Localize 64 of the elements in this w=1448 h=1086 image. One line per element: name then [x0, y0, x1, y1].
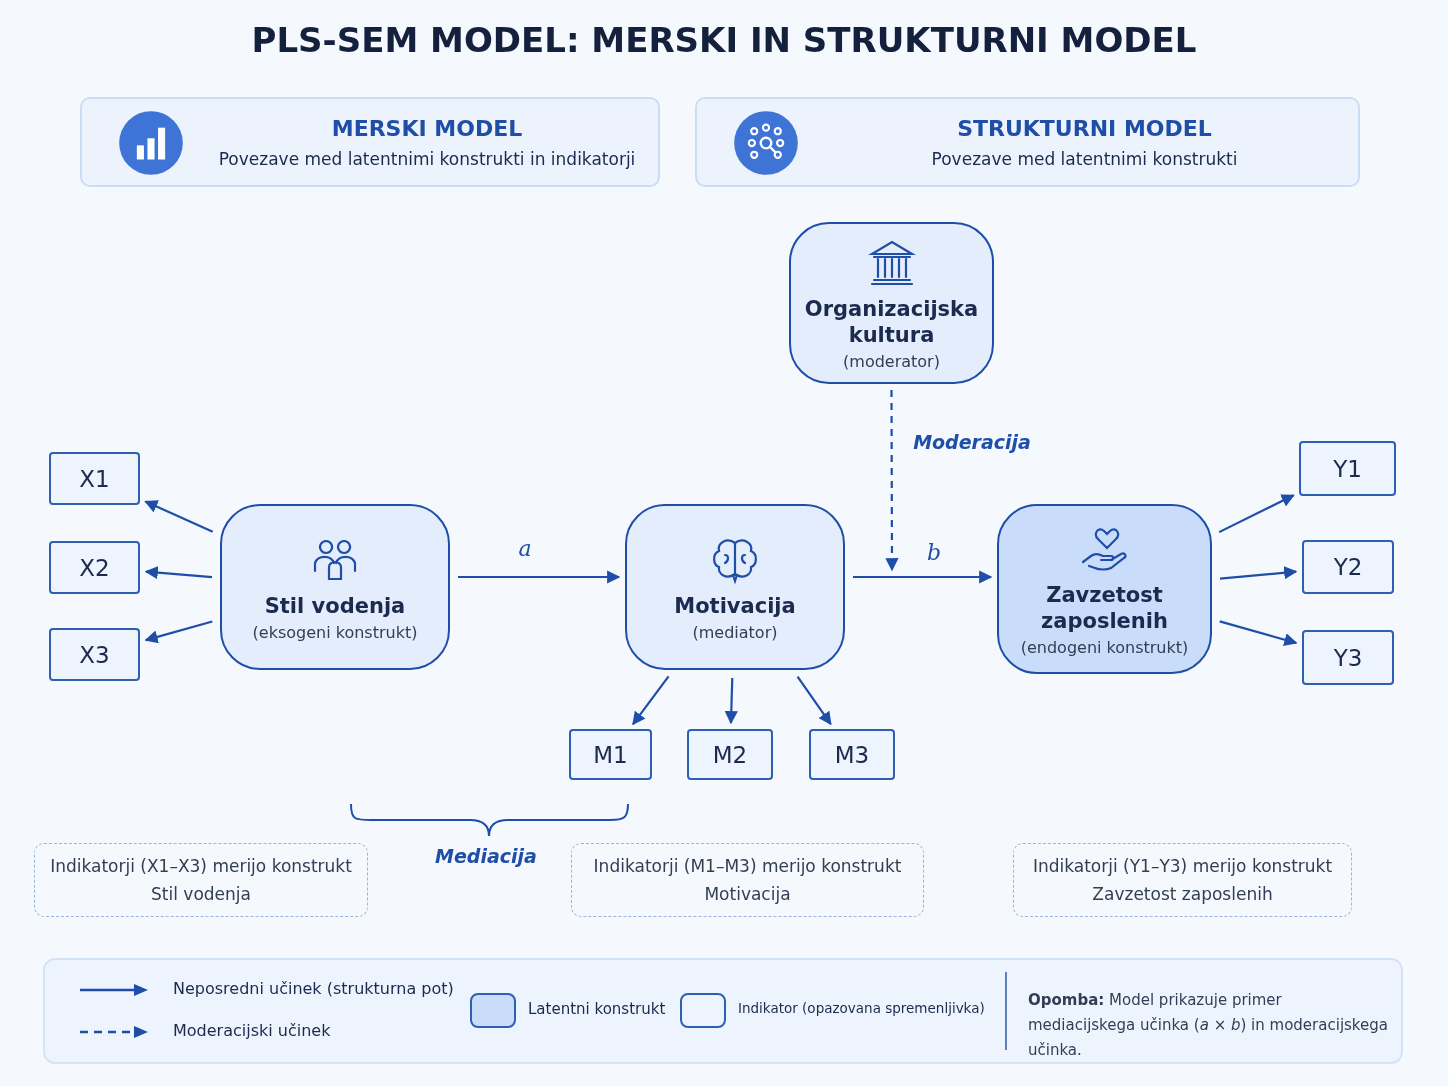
header-subtitle: Povezave med latentnimi konstrukti: [930, 148, 1239, 169]
construct-node: [220, 504, 450, 670]
indicator-box: [49, 541, 140, 594]
legend-label: Indikator (opazovana spremenljivka): [738, 1000, 985, 1016]
node-subtitle: (endogeni konstrukt): [1020, 637, 1189, 657]
arrow: [144, 566, 213, 580]
model-header-card: [695, 97, 1360, 187]
indicator-box: [569, 729, 652, 780]
note-box: [34, 843, 368, 917]
indicator-label: Y3: [1333, 644, 1363, 671]
note-box: [571, 843, 924, 917]
arrow: [1218, 494, 1295, 534]
indicator-label: M3: [834, 741, 870, 768]
indicator-label: X3: [79, 641, 110, 668]
edge-label: b: [926, 539, 942, 565]
note-text: Indikatorji (X1–X3) merijo konstrukt Stil vodenja: [49, 855, 353, 906]
node-title: Organizacijska kultura: [803, 295, 980, 348]
header-subtitle: Povezave med latentnimi konstrukti in indikatorji: [217, 148, 637, 169]
note-text: Indikatorji (M1–M3) merijo konstrukt Motivacija: [592, 855, 903, 906]
header-title: MERSKI MODEL: [330, 115, 524, 141]
arrow: [458, 570, 621, 584]
node-title: Zavzetost zaposlenih: [1040, 581, 1169, 634]
edge-label: a: [518, 535, 532, 561]
legend-label: Moderacijski učinek: [173, 1021, 331, 1040]
indicator-box: [49, 452, 140, 505]
indicator-label: Y2: [1333, 554, 1363, 580]
indicator-box: [1299, 441, 1396, 496]
diagram-title: PLS-SEM MODEL: MERSKI IN STRUKTURNI MODEL: [250, 20, 1198, 60]
legend-label: Neposredni učinek (strukturna pot): [173, 979, 454, 998]
indicator-box: [1302, 630, 1394, 685]
header-title: STRUKTURNI MODEL: [956, 115, 1213, 141]
indicator-box: [687, 729, 773, 780]
indicator-label: M2: [712, 741, 748, 768]
node-subtitle: (moderator): [843, 351, 940, 371]
legend-label: Latentni konstrukt: [528, 1000, 666, 1018]
indicator-label: M1: [593, 741, 628, 768]
moderation-label: Moderacija: [913, 431, 1031, 453]
node-subtitle: (mediator): [692, 622, 778, 642]
construct-node: [997, 504, 1212, 674]
arrow: [144, 620, 213, 644]
node-title: Motivacija: [674, 592, 796, 619]
note-text: Opomba: Model prikazuje primer mediacijskega učinka (a × b) in moderacijskega učinka.: [1028, 990, 1388, 1061]
node-subtitle: (eksogeni konstrukt): [252, 622, 418, 642]
arrow: [1219, 566, 1298, 580]
indicator-label: X1: [79, 465, 110, 492]
indicator-label: Y1: [1333, 455, 1362, 482]
arrow: [1219, 620, 1298, 647]
indicator-box: [809, 729, 895, 780]
dashed-arrow: [885, 390, 899, 572]
arrow: [144, 500, 214, 533]
node-title: Stil vodenja: [264, 592, 406, 619]
arrow: [724, 677, 738, 725]
arrow: [796, 675, 832, 726]
arrow: [632, 675, 670, 726]
indicator-box: [49, 628, 140, 681]
construct-node: [625, 504, 845, 670]
construct-node: [789, 222, 994, 384]
indicator-box: [1302, 540, 1394, 594]
indicator-label: X2: [79, 554, 110, 581]
note-text: Indikatorji (Y1–Y3) merijo konstrukt Zavzetost zaposlenih: [1031, 855, 1334, 906]
mediation-label: Mediacija: [435, 845, 537, 867]
note-box: [1013, 843, 1352, 917]
arrow: [853, 570, 993, 584]
model-header-card: [80, 97, 660, 187]
